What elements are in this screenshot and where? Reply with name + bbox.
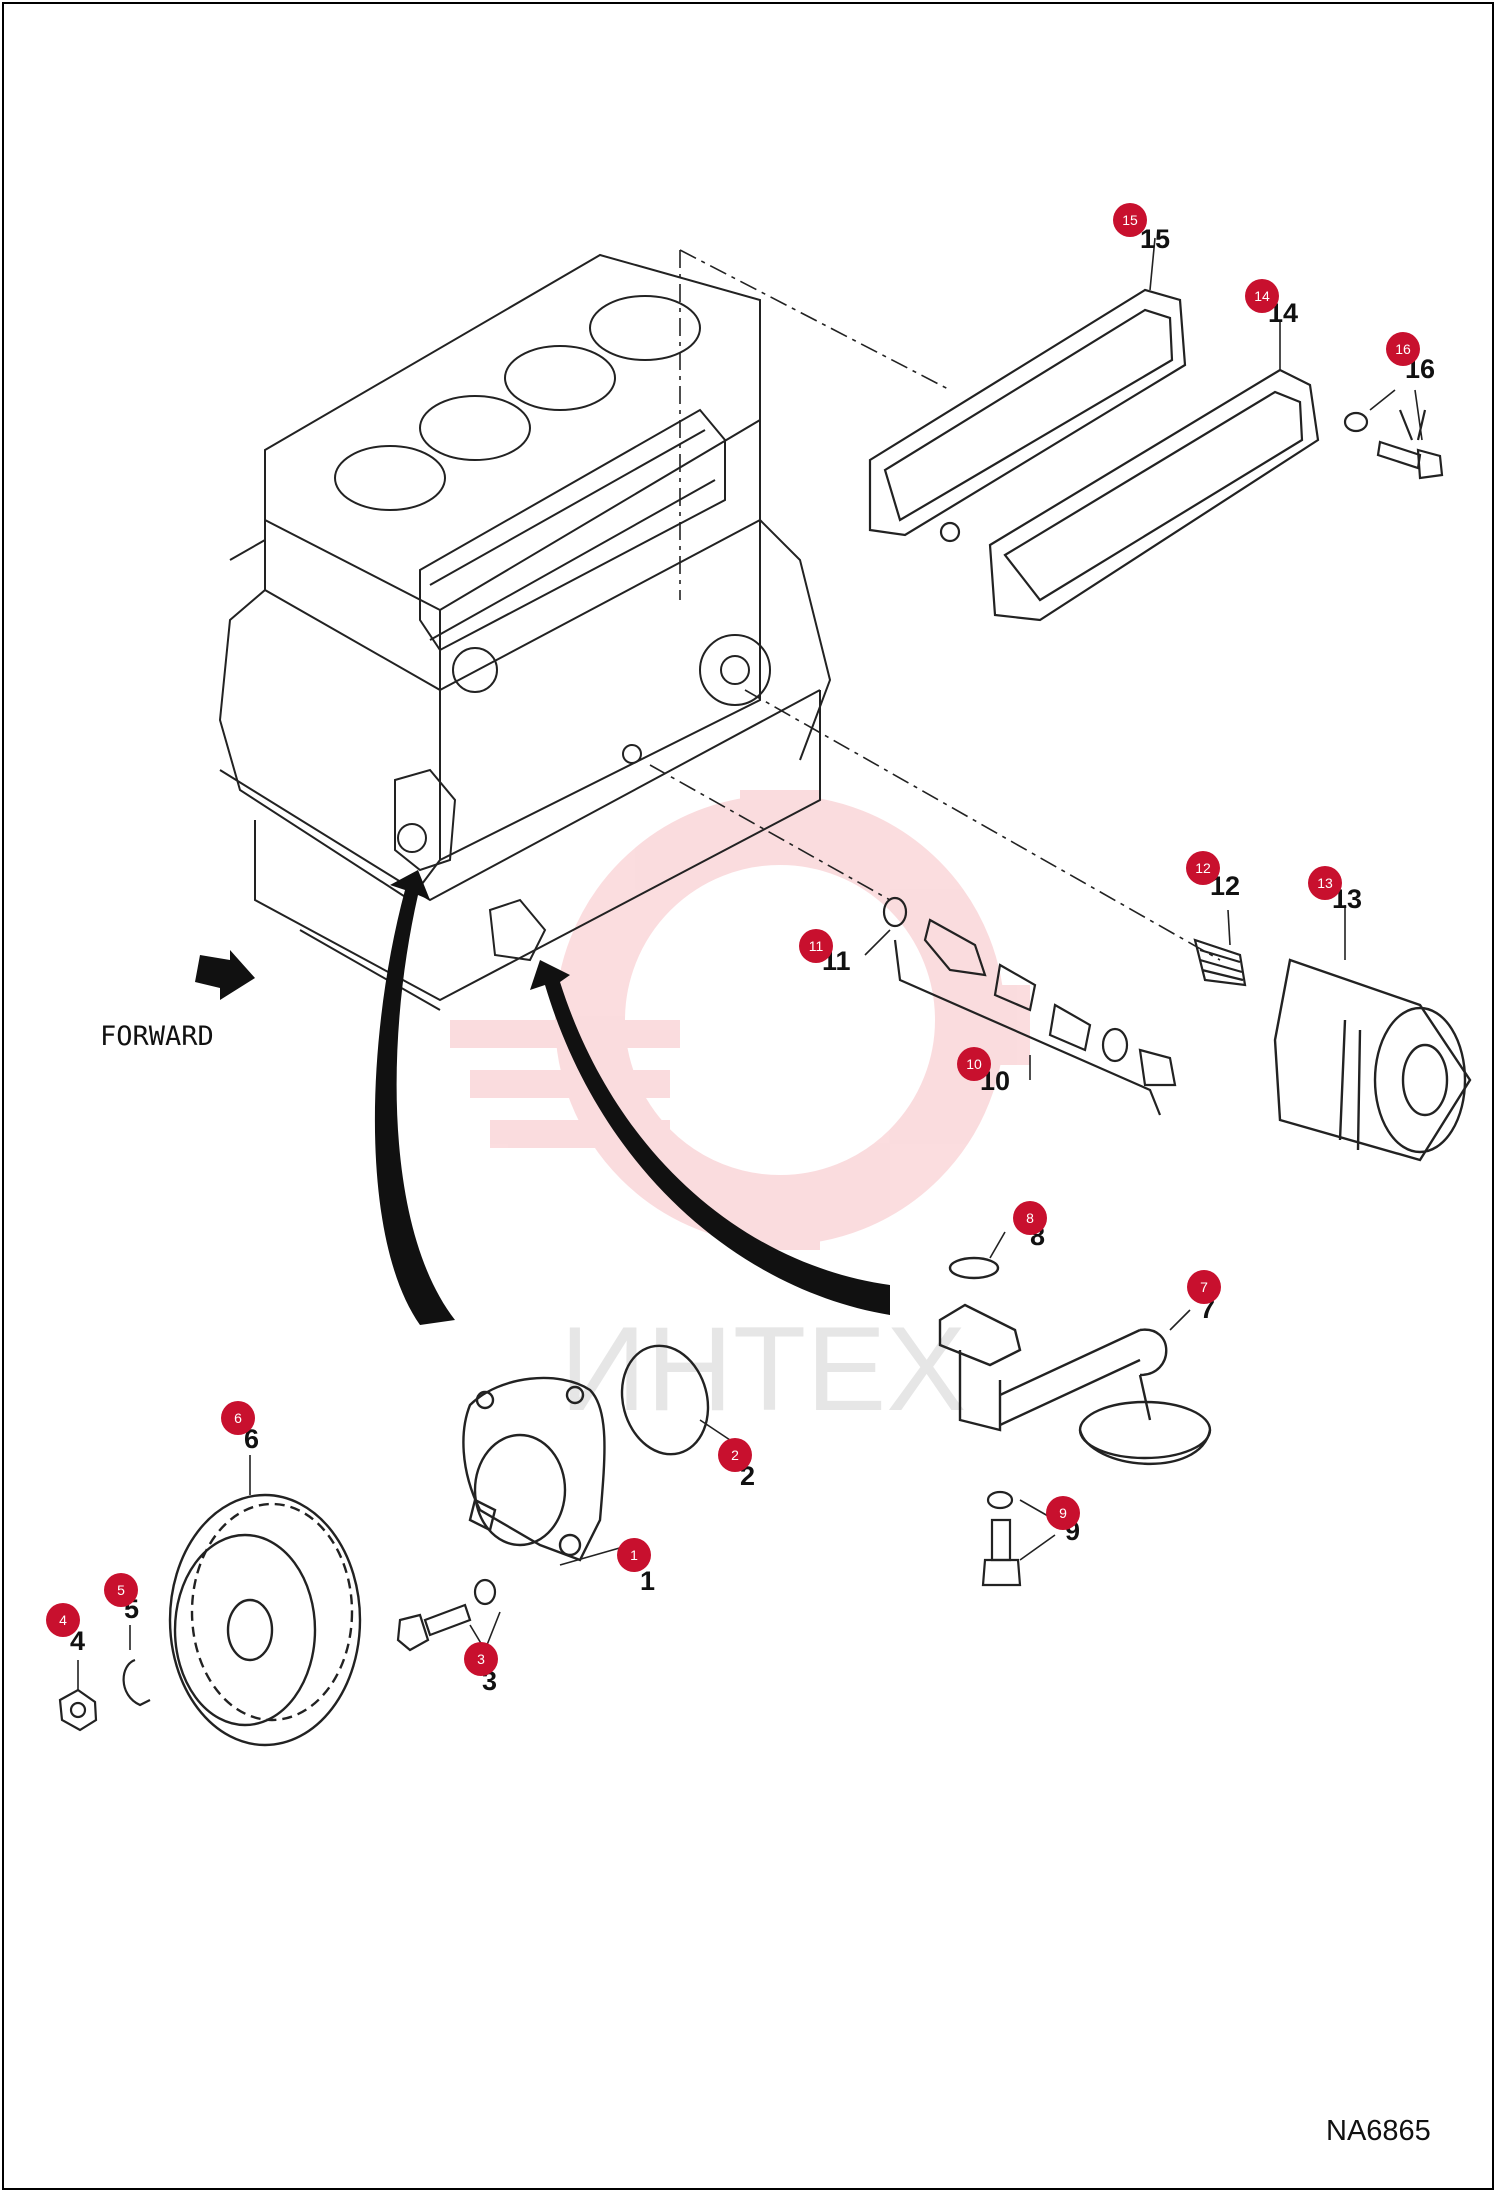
leader-lines	[649, 249, 1221, 961]
assembly-arrows	[374, 870, 890, 1325]
callout-badge-10[interactable]: 10	[957, 1047, 991, 1081]
part-number-labels: 15 14 16 12 13 11 10 8 7 9 2 1 3 4 5 6	[70, 224, 1435, 1696]
label-leaders	[77, 237, 1423, 1690]
svg-text:15: 15	[1122, 212, 1138, 228]
part-label-15: 15	[1140, 224, 1170, 254]
callout-badge-4[interactable]: 4	[46, 1603, 80, 1637]
svg-text:3: 3	[477, 1651, 485, 1667]
svg-text:9: 9	[1059, 1505, 1067, 1521]
svg-text:2: 2	[731, 1447, 739, 1463]
oil-filter	[1273, 958, 1472, 1162]
callout-badge-8[interactable]: 8	[1013, 1201, 1047, 1235]
oil-cooler-gasket	[868, 288, 1187, 543]
svg-text:7: 7	[1200, 1279, 1208, 1295]
callout-badge-9[interactable]: 9	[1046, 1496, 1080, 1530]
svg-text:16: 16	[1395, 341, 1411, 357]
forward-arrow-icon	[195, 950, 255, 1000]
nut-4	[58, 1688, 98, 1732]
callout-badge-11[interactable]: 11	[799, 929, 833, 963]
oil-cooler-cover	[988, 368, 1320, 622]
callout-badge-14[interactable]: 14	[1245, 279, 1279, 313]
callout-badges: 15 14 16 12 13 11 10 8 7 9 2 1 3 4 5 6	[46, 203, 1420, 1676]
washer-5	[122, 1658, 151, 1707]
callout-badge-12[interactable]: 12	[1186, 851, 1220, 885]
part-label-1: 1	[640, 1566, 655, 1596]
svg-text:6: 6	[234, 1410, 242, 1426]
forward-label: FORWARD	[100, 1021, 214, 1052]
svg-text:12: 12	[1195, 860, 1211, 876]
svg-text:10: 10	[966, 1056, 982, 1072]
svg-text:8: 8	[1026, 1210, 1034, 1226]
part-label-4: 4	[70, 1626, 85, 1656]
callout-badge-1[interactable]: 1	[617, 1538, 651, 1572]
bolt-3	[396, 1578, 497, 1652]
drive-gear	[168, 1493, 362, 1747]
callout-badge-5[interactable]: 5	[104, 1573, 138, 1607]
svg-text:11: 11	[809, 938, 824, 954]
svg-text:1: 1	[630, 1547, 638, 1563]
svg-text:14: 14	[1254, 288, 1270, 304]
watermark-logo	[450, 790, 1030, 1250]
svg-text:4: 4	[59, 1612, 67, 1628]
svg-text:13: 13	[1317, 875, 1333, 891]
o-ring	[620, 1344, 710, 1456]
svg-text:5: 5	[117, 1582, 125, 1598]
callout-badge-2[interactable]: 2	[718, 1438, 752, 1472]
callout-badge-13[interactable]: 13	[1308, 866, 1342, 900]
bolt-16	[1343, 409, 1444, 480]
callout-badge-16[interactable]: 16	[1386, 332, 1420, 366]
callout-badge-15[interactable]: 15	[1113, 203, 1147, 237]
watermark-text: ИНТЕХ	[560, 1302, 966, 1436]
oil-pump	[462, 1376, 606, 1562]
callout-badge-6[interactable]: 6	[221, 1401, 255, 1435]
relief-valve-parts	[882, 896, 1247, 1116]
bolt-9	[981, 1490, 1022, 1587]
oil-strainer	[938, 1256, 1212, 1466]
engine-block	[218, 253, 832, 1011]
callout-badge-3[interactable]: 3	[464, 1642, 498, 1676]
callout-badge-7[interactable]: 7	[1187, 1270, 1221, 1304]
diagram-code: NA6865	[1326, 2115, 1431, 2147]
